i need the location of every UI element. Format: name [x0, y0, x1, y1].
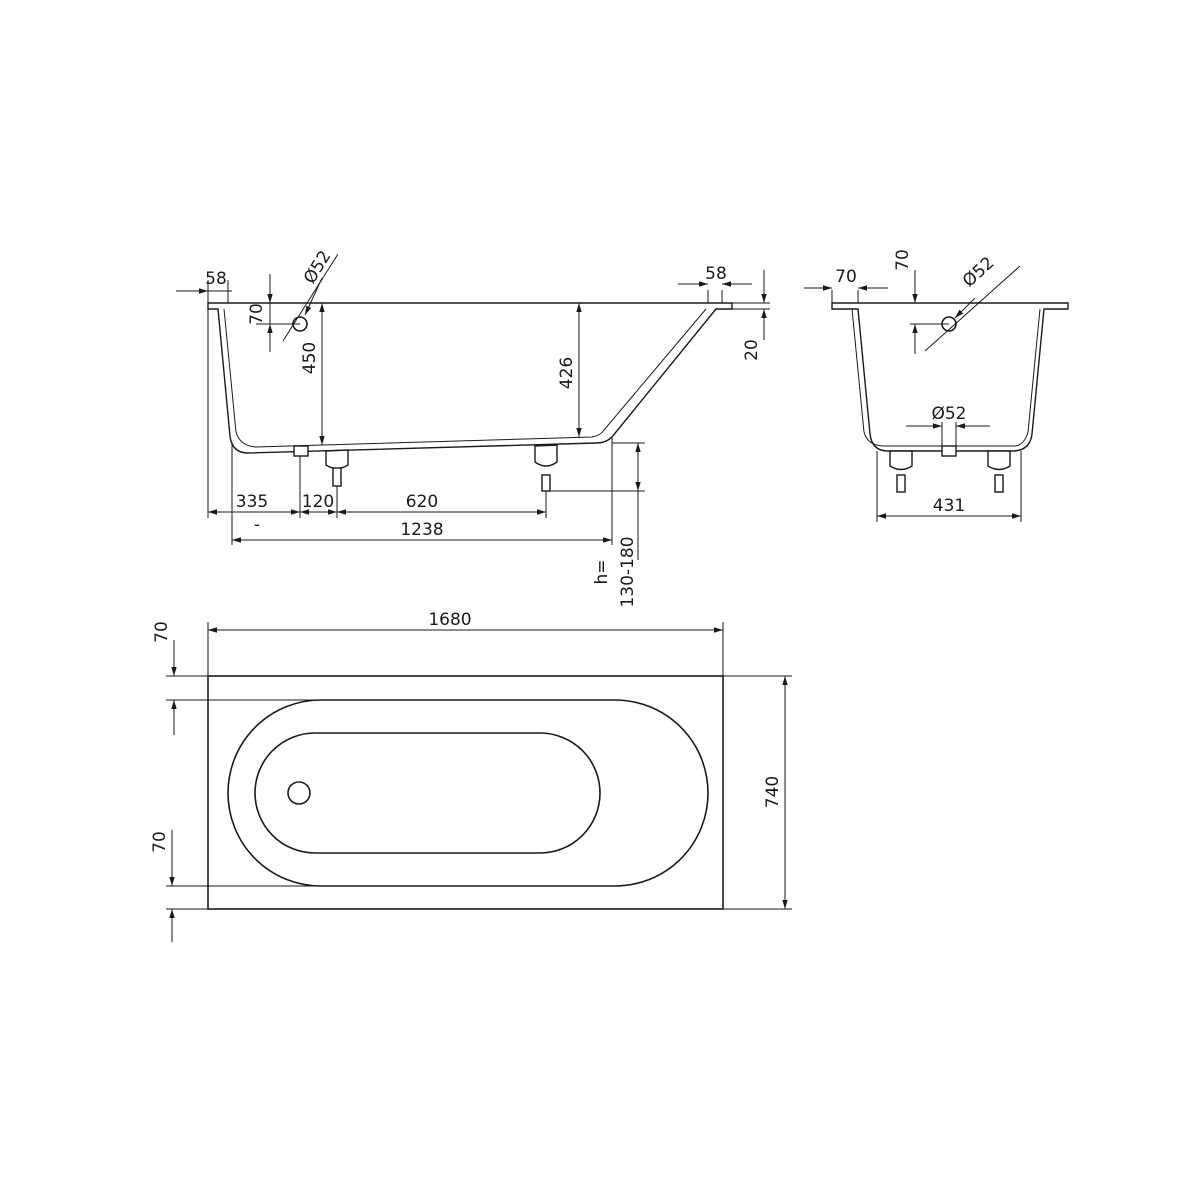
dim-leg-offset: 120 — [302, 492, 334, 512]
plan-view: 1680 740 70 70 — [150, 610, 792, 942]
end-view-leg-right — [987, 450, 1011, 493]
dim-plan-top-rim: 70 — [152, 621, 172, 643]
dim-leg-height-range: 130-180 — [618, 536, 638, 607]
plan-view-outer-rim — [207, 675, 724, 910]
dim-leg-spacing: 620 — [406, 492, 438, 512]
end-view-leg-left — [889, 450, 913, 493]
plan-view-drain-hole — [287, 781, 311, 805]
dim-end-overflow-offset: 70 — [893, 249, 913, 271]
dim-overflow-diameter: Ø52 — [300, 247, 336, 287]
dim-depth: 426 — [557, 357, 577, 389]
side-view-drain — [293, 445, 309, 457]
end-view-drain — [941, 445, 957, 457]
dim-drain-offset: 335 — [236, 492, 268, 512]
plan-view-bowl — [227, 699, 709, 887]
plan-view-basin — [254, 732, 601, 854]
side-view-leg-right — [534, 444, 558, 492]
dim-inner-length: 1238 — [400, 520, 443, 540]
dim-leg-height-label: h= — [592, 559, 612, 584]
end-view-tub-outline — [831, 302, 1069, 452]
side-view-inner-wall — [223, 308, 707, 448]
dim-rim-left: 58 — [205, 269, 227, 289]
dim-rim-right: 58 — [705, 264, 727, 284]
side-view-leg-left — [325, 449, 349, 487]
side-view: 58 70 Ø52 450 426 58 20 h= 130-180 335 1… — [176, 247, 770, 608]
dim-overflow-height: 450 — [300, 342, 320, 374]
dim-plan-bottom-rim: 70 — [150, 831, 170, 853]
dim-end-overflow-diameter: Ø52 — [959, 253, 998, 291]
dim-end-drain-diameter: Ø52 — [931, 404, 966, 424]
dim-end-rim-width: 70 — [835, 267, 857, 287]
dim-rim-thickness: 20 — [742, 339, 762, 361]
dim-overflow-offset: 70 — [247, 303, 267, 325]
side-view-tub-outline — [207, 302, 733, 454]
dim-plan-length: 1680 — [428, 610, 471, 630]
dim-end-bottom-width: 431 — [933, 496, 965, 516]
end-view: 70 70 Ø52 Ø52 431 — [804, 249, 1069, 522]
minus-sign: - — [254, 515, 260, 535]
dim-plan-width: 740 — [763, 776, 783, 808]
